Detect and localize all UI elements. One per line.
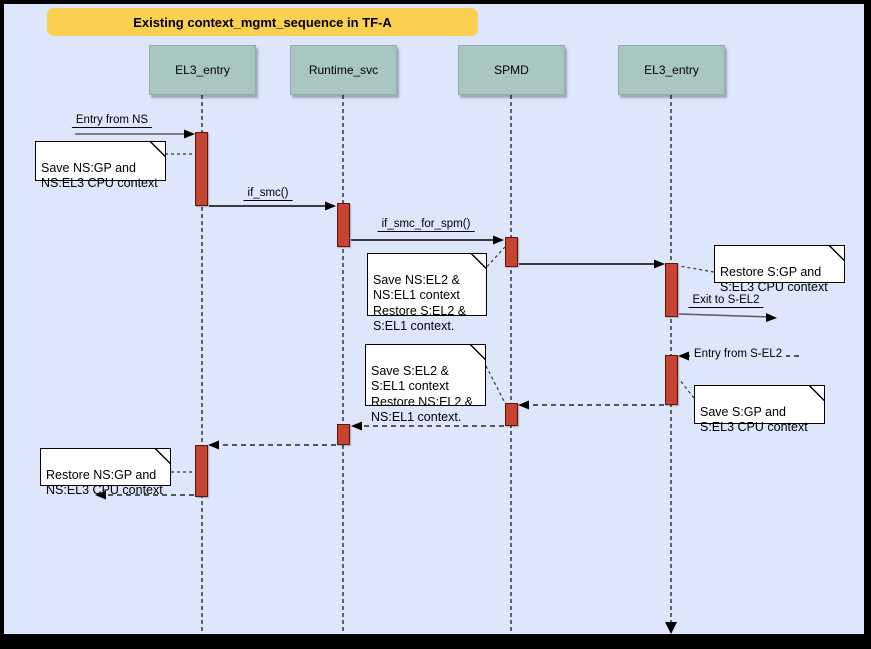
connector-note-restore-s-gp — [678, 265, 715, 273]
note-text: Save S:EL2 & S:EL1 context Restore NS:EL… — [371, 363, 474, 425]
note-fold-icon — [829, 245, 845, 261]
arrowhead-spmd-to-el3 — [654, 259, 665, 269]
participant-label: EL3_entry — [644, 63, 699, 77]
arrowhead-if-smc — [325, 201, 336, 211]
message-label-if-smc: if_smc() — [243, 187, 293, 201]
participant-label: SPMD — [494, 63, 529, 77]
note-text: Restore S:GP and S:EL3 CPU context — [720, 264, 828, 295]
activation-el3-entry-1-a — [195, 132, 208, 206]
participant-runtime-svc: Runtime_svc — [290, 45, 397, 95]
note-fold-icon — [150, 141, 166, 157]
note-fold-icon — [809, 385, 825, 401]
arrowhead-runtime-to-el3 — [208, 440, 219, 450]
connector-note-save-s-gp — [678, 378, 695, 399]
note-save-s-gp: Save S:GP and S:EL3 CPU context — [694, 385, 825, 434]
participant-el3-entry-2: EL3_entry — [618, 45, 725, 95]
arrowhead-exit-to-s-el2 — [766, 313, 777, 322]
activation-spmd-b — [505, 403, 518, 426]
participant-spmd: SPMD — [458, 45, 565, 95]
note-text: Save S:GP and S:EL3 CPU context — [700, 404, 808, 435]
activation-spmd-a — [505, 237, 518, 267]
activation-el3-entry-2-b — [665, 355, 678, 405]
arrowhead-entry-from-ns — [184, 129, 195, 139]
participant-label: EL3_entry — [175, 63, 230, 77]
arrowhead-entry-from-s-el2 — [678, 351, 689, 361]
message-label-exit-to-s-el2: Exit to S-EL2 — [688, 294, 764, 308]
activation-runtime-svc-b — [337, 424, 350, 445]
note-restore-ns-gp: Restore NS:GP and NS:EL3 CPU context — [40, 448, 171, 497]
note-fold-icon — [471, 253, 487, 269]
note-save-ns-el2: Save NS:EL2 & NS:EL1 context Restore S:E… — [367, 253, 487, 333]
note-save-ns-gp: Save NS:GP and NS:EL3 CPU context — [35, 141, 166, 190]
arrowhead-el3-to-ns — [95, 490, 106, 500]
participant-label: Runtime_svc — [308, 63, 379, 77]
arrowhead-el3-to-spmd — [518, 400, 529, 410]
arrowhead-if-smc-for-spm — [493, 235, 504, 245]
lifeline-end-arrow-icon — [665, 622, 677, 634]
connector-note-save-s-el2 — [485, 365, 506, 404]
note-text: Save NS:EL2 & NS:EL1 context Restore S:E… — [373, 272, 467, 334]
activation-runtime-svc-a — [337, 203, 350, 247]
note-fold-icon — [470, 344, 486, 360]
participant-el3-entry-1: EL3_entry — [149, 45, 256, 95]
diagram-title: Existing context_mgmt_sequence in TF-A — [47, 8, 478, 36]
note-text: Restore NS:GP and NS:EL3 CPU context — [46, 467, 163, 498]
arrowhead-spmd-to-runtime — [351, 421, 362, 431]
activation-el3-entry-1-b — [195, 445, 208, 497]
note-fold-icon — [155, 448, 171, 464]
message-label-if-smc-for-spm: if_smc_for_spm() — [377, 218, 475, 232]
note-restore-s-gp: Restore S:GP and S:EL3 CPU context — [714, 245, 845, 294]
activation-el3-entry-2-a — [665, 263, 678, 317]
message-line-exit-to-s-el2 — [678, 313, 770, 318]
note-text: Save NS:GP and NS:EL3 CPU context — [41, 160, 158, 191]
message-label-entry-from-ns: Entry from NS — [71, 114, 153, 128]
note-save-s-el2: Save S:EL2 & S:EL1 context Restore NS:EL… — [365, 344, 486, 424]
message-label-entry-from-s-el2: Entry from S-EL2 — [689, 348, 787, 361]
diagram-canvas — [4, 4, 864, 634]
